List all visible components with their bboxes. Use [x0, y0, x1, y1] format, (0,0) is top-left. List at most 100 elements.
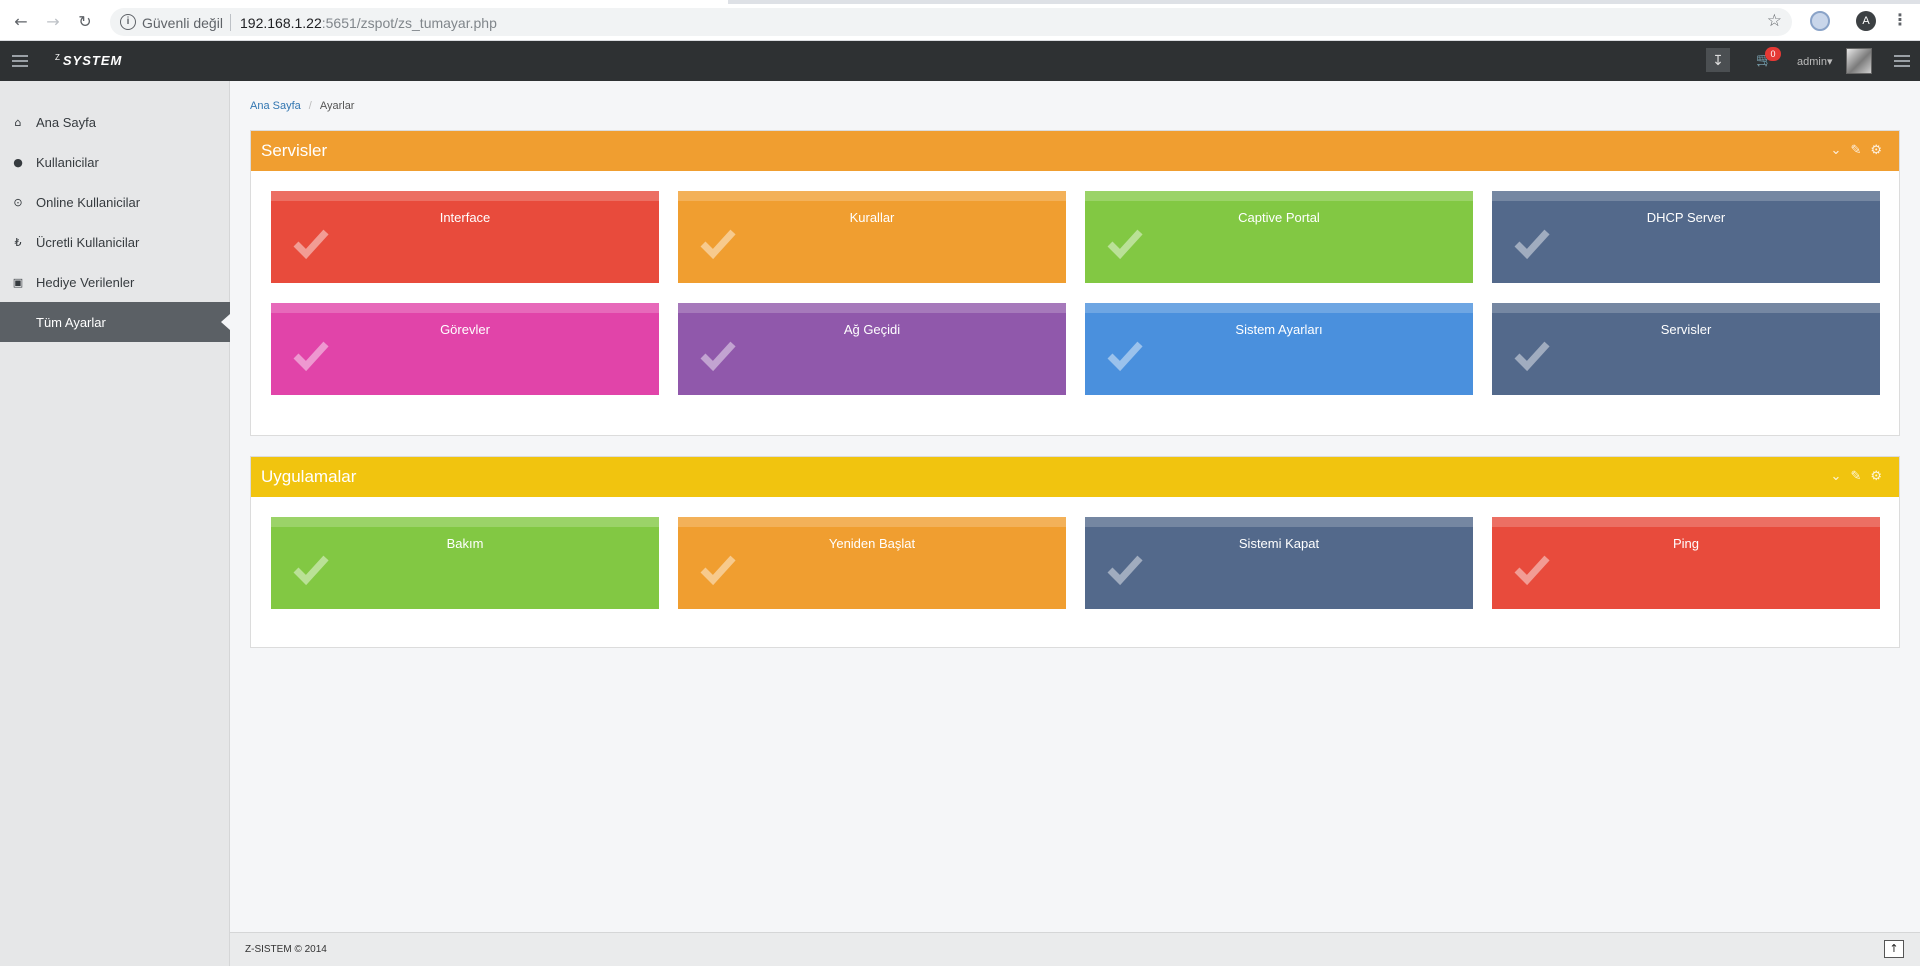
panel-header: Servisler ⌄✎⚙: [251, 131, 1899, 171]
extension-icon[interactable]: [1810, 11, 1830, 31]
forward-icon[interactable]: →: [46, 11, 60, 31]
tile-label: Sistem Ayarları: [1235, 322, 1323, 337]
url-text[interactable]: 192.168.1.22:5651/zspot/zs_tumayar.php: [240, 15, 497, 31]
tile-bakım[interactable]: Bakım: [271, 517, 659, 609]
wrench-icon[interactable]: ✎: [1850, 143, 1871, 158]
panel-title: Uygulamalar: [261, 467, 357, 486]
panel-header: Uygulamalar ⌄✎⚙: [251, 457, 1899, 497]
tile-strip: [1492, 303, 1880, 313]
panel-tools: ⌄✎⚙: [1831, 469, 1891, 484]
tile-strip: [271, 191, 659, 201]
sidebar-item-label: Tüm Ayarlar: [36, 314, 106, 330]
check-icon: [291, 225, 331, 261]
check-icon: [1105, 225, 1145, 261]
download-button[interactable]: ↧: [1706, 48, 1730, 72]
tile-label: Captive Portal: [1238, 210, 1320, 225]
gift-icon: ▣: [12, 275, 24, 289]
check-icon: [1512, 225, 1552, 261]
scroll-top-button[interactable]: ↑: [1884, 940, 1904, 958]
tile-strip: [1492, 191, 1880, 201]
tile-label: Servisler: [1660, 322, 1712, 337]
tile-strip: [678, 517, 1066, 527]
tile-interface[interactable]: Interface: [271, 191, 659, 283]
gear-icon[interactable]: ⚙: [1870, 143, 1891, 158]
tile-label: DHCP Server: [1646, 210, 1726, 225]
browser-chrome: ← → ↻ i Güvenli değil 192.168.1.22:5651/…: [0, 0, 1920, 41]
tab-strip: [0, 0, 1920, 4]
tile-strip: [1492, 517, 1880, 527]
wrench-icon[interactable]: ✎: [1850, 469, 1871, 484]
sidebar-item-label: Online Kullanicilar: [36, 194, 141, 210]
tile-captive-portal[interactable]: Captive Portal: [1085, 191, 1473, 283]
right-menu-icon[interactable]: [1894, 55, 1910, 67]
tile-yeniden-başlat[interactable]: Yeniden Başlat: [678, 517, 1066, 609]
tile-sistemi-kapat[interactable]: Sistemi Kapat: [1085, 517, 1473, 609]
tile-strip: [1085, 303, 1473, 313]
lira-icon: ₺: [14, 235, 22, 249]
tile-strip: [271, 517, 659, 527]
info-icon[interactable]: i: [120, 14, 136, 30]
tile-label: Görevler: [440, 322, 490, 337]
footer: Z-SISTEM © 2014 ↑: [230, 932, 1920, 966]
check-icon: [291, 551, 331, 587]
check-icon: [698, 337, 738, 373]
tile-ağ-geçidi[interactable]: Ağ Geçidi: [678, 303, 1066, 395]
sidebar-item-label: Hediye Verilenler: [36, 274, 135, 290]
home-icon: ⌂: [14, 115, 22, 129]
sidebar: ⌂ Ana Sayfa ● Kullanicilar ⊙ Online Kull…: [0, 81, 230, 966]
collapse-icon[interactable]: ⌄: [1830, 469, 1851, 484]
servisler-panel: Servisler ⌄✎⚙ Interface Kurallar Captive P…: [250, 130, 1900, 436]
check-icon: [698, 225, 738, 261]
tile-strip: [678, 191, 1066, 201]
panel-tools: ⌄✎⚙: [1831, 143, 1891, 158]
sidebar-item-label: Kullanicilar: [36, 154, 99, 170]
tile-ping[interactable]: Ping: [1492, 517, 1880, 609]
tile-servisler[interactable]: Servisler: [1492, 303, 1880, 395]
tile-label: Interface: [439, 210, 491, 225]
check-icon: [1105, 337, 1145, 373]
bookmark-star-icon[interactable]: ☆: [1766, 11, 1782, 31]
sidebar-toggle-icon[interactable]: [12, 55, 28, 67]
sidebar-item-label: Ücretli Kullanicilar: [36, 234, 140, 250]
uygulamalar-panel: Uygulamalar ⌄✎⚙ Bakım Yeniden Başlat Siste…: [250, 456, 1900, 648]
sidebar-item-hediye-verilenler[interactable]: ▣ Hediye Verilenler: [0, 262, 230, 302]
tile-strip: [678, 303, 1066, 313]
tile-dhcp-server[interactable]: DHCP Server: [1492, 191, 1880, 283]
sidebar-item-ana-sayfa[interactable]: ⌂ Ana Sayfa: [0, 102, 230, 142]
address-bar[interactable]: i Güvenli değil 192.168.1.22:5651/zspot/…: [110, 8, 1792, 36]
tile-görevler[interactable]: Görevler: [271, 303, 659, 395]
avatar[interactable]: [1846, 48, 1872, 74]
tile-strip: [1085, 517, 1473, 527]
breadcrumb-current: Ayarlar: [319, 100, 355, 112]
collapse-icon[interactable]: ⌄: [1830, 143, 1851, 158]
tile-sistem-ayarları[interactable]: Sistem Ayarları: [1085, 303, 1473, 395]
tile-label: Sistemi Kapat: [1238, 536, 1320, 551]
tile-strip: [1085, 191, 1473, 201]
sidebar-item-ucretli-kullanicilar[interactable]: ₺ Ücretli Kullanicilar: [0, 222, 230, 262]
active-indicator: [221, 314, 230, 330]
tile-label: Yeniden Başlat: [828, 536, 916, 551]
breadcrumb-home-link[interactable]: Ana Sayfa: [250, 100, 301, 112]
circle-dot-icon: ⊙: [13, 195, 23, 209]
sidebar-item-tum-ayarlar[interactable]: Tüm Ayarlar: [0, 302, 230, 342]
tile-label: Ağ Geçidi: [843, 322, 901, 337]
user-menu[interactable]: admin▾: [1797, 56, 1833, 68]
reload-icon[interactable]: ↻: [78, 11, 92, 31]
check-icon: [1512, 337, 1552, 373]
back-icon[interactable]: ←: [14, 11, 28, 31]
sidebar-item-label: Ana Sayfa: [36, 114, 96, 130]
profile-avatar[interactable]: A: [1856, 11, 1876, 31]
separator: [230, 14, 231, 31]
security-label: Güvenli değil: [142, 15, 223, 31]
browser-menu-icon[interactable]: ⋮: [1892, 12, 1908, 29]
sidebar-item-kullanicilar[interactable]: ● Kullanicilar: [0, 142, 230, 182]
tile-label: Ping: [1672, 536, 1700, 551]
check-icon: [291, 337, 331, 373]
panel-title: Servisler: [261, 141, 328, 160]
cart-badge: 0: [1765, 47, 1781, 61]
gear-icon[interactable]: ⚙: [1870, 469, 1891, 484]
footer-copyright: Z-SISTEM © 2014: [245, 944, 327, 955]
sidebar-item-online-kullanicilar[interactable]: ⊙ Online Kullanicilar: [0, 182, 230, 222]
tile-kurallar[interactable]: Kurallar: [678, 191, 1066, 283]
